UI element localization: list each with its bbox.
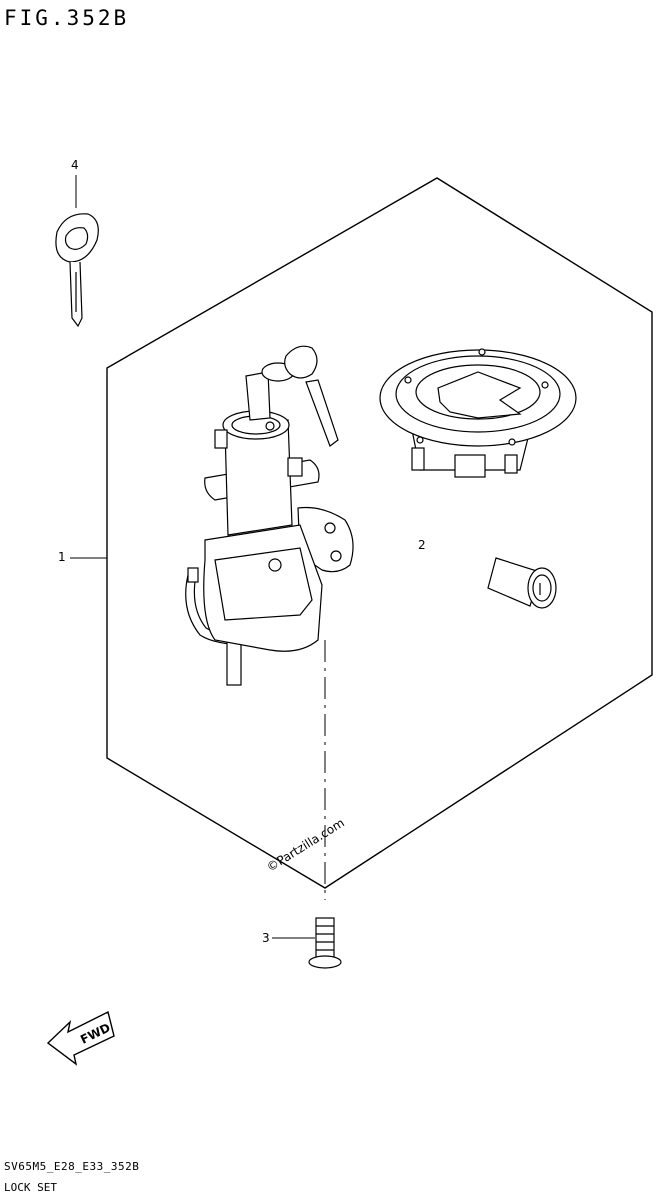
blank-key-icon xyxy=(55,213,99,328)
fuel-tank-cap-icon xyxy=(379,348,577,478)
figure-title: FIG.352B xyxy=(4,6,130,30)
fwd-arrow-icon xyxy=(46,1010,115,1066)
assembly-boundary xyxy=(106,177,653,889)
ignition-lock-icon xyxy=(185,345,354,686)
screw-icon xyxy=(308,917,342,969)
seat-lock-cylinder-icon xyxy=(487,557,557,609)
callout-4: 4 xyxy=(71,158,79,172)
figure-code: SV65M5_E28_E33_352B xyxy=(4,1160,140,1173)
figure-name: LOCK SET xyxy=(4,1181,57,1194)
callout-2: 2 xyxy=(418,538,426,552)
callout-1: 1 xyxy=(58,550,66,564)
watermark-text: ©Partzilla.com xyxy=(264,816,347,875)
callout-3: 3 xyxy=(262,931,270,945)
